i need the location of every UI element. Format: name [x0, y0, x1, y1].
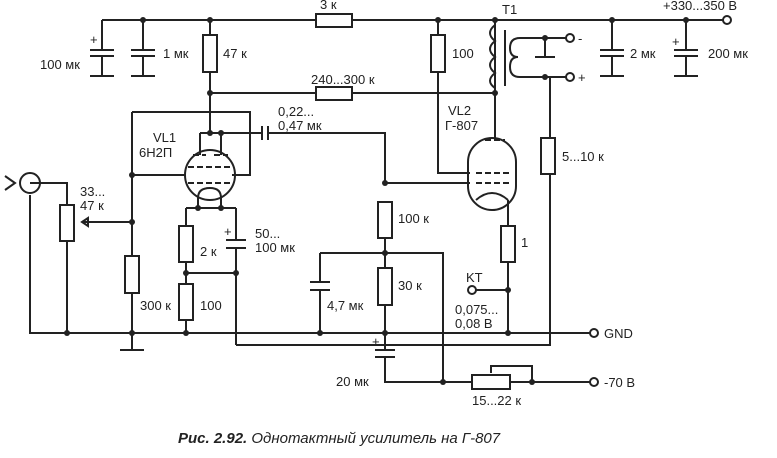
label-plus: +: [578, 70, 586, 85]
figure-caption: Рис. 2.92. Однотактный усилитель на Г-80…: [178, 430, 501, 447]
label-r-100-top: 100: [452, 46, 474, 61]
label-kt-v1: 0,075...: [455, 302, 498, 317]
plus-sign: +: [90, 32, 98, 47]
label-c-1mk: 1 мк: [163, 46, 189, 61]
transformer-t1: [489, 24, 521, 89]
caption-text: Однотактный усилитель на Г-807: [251, 430, 500, 447]
resistor-300k: [124, 255, 140, 294]
resistor-2k: [178, 225, 194, 263]
tube-vl2: [467, 137, 517, 211]
label-r-2k: 2 к: [200, 244, 217, 259]
label-c-coupling-1: 0,22...: [278, 104, 314, 119]
plus-sign-50mk: +: [224, 224, 232, 239]
resistor-47k: [202, 34, 218, 73]
label-kt-v2: 0,08 В: [455, 316, 493, 331]
resistor-100-top: [430, 34, 446, 73]
label-c-2mk: 2 мк: [630, 46, 656, 61]
potentiometer-33-47k: [59, 204, 75, 242]
resistor-1: [500, 225, 516, 263]
caption-number: Рис. 2.92.: [178, 430, 247, 447]
label-r-3k: 3 к: [320, 0, 337, 12]
terminals: [467, 15, 732, 387]
label-pot-1: 33...: [80, 184, 105, 199]
label-r-5-10k: 5...10 к: [562, 149, 604, 164]
resistor-30k: [377, 267, 393, 306]
label-c-50-1: 50...: [255, 226, 280, 241]
resistor-100-bottom: [178, 283, 194, 321]
label-r-300k: 300 к: [140, 298, 171, 313]
junctions: [64, 17, 689, 385]
label-pot-2: 47 к: [80, 198, 104, 213]
label-c-200mk: 200 мк: [708, 46, 748, 61]
label-r-100-bottom: 100: [200, 298, 222, 313]
label-c-20mk: 20 мк: [336, 374, 369, 389]
resistor-3k: [315, 13, 353, 28]
label-r-15-22k: 15...22 к: [472, 393, 521, 408]
label-neg-supply: -70 В: [604, 375, 635, 390]
input-jack-icon: [4, 172, 41, 194]
label-vl1-type: 6Н2П: [139, 145, 172, 160]
label-supply: +330...350 В: [663, 0, 737, 13]
plus-sign-200mk: +: [672, 34, 680, 49]
label-t1: T1: [502, 2, 517, 17]
label-minus: -: [578, 31, 582, 46]
label-c-50-2: 100 мк: [255, 240, 295, 255]
resistor-100k: [377, 201, 393, 239]
resistor-15-22k: [471, 374, 511, 390]
label-vl1-name: VL1: [153, 130, 176, 145]
label-r-30k: 30 к: [398, 278, 422, 293]
label-r-240k: 240...300 к: [311, 72, 375, 87]
label-r-47k: 47 к: [223, 46, 247, 61]
resistors: [59, 13, 556, 390]
wiper-arrow-icon: [80, 216, 89, 228]
plus-sign-20mk: +: [372, 334, 380, 349]
label-c-coupling-2: 0,47 мк: [278, 118, 322, 133]
label-c-4-7mk: 4,7 мк: [327, 298, 364, 313]
label-r-1: 1: [521, 235, 528, 250]
label-kt: KT: [466, 270, 483, 285]
label-gnd: GND: [604, 326, 633, 341]
label-vl2-type: Г-807: [445, 118, 478, 133]
resistor-5-10k: [540, 137, 556, 175]
label-c-100mk: 100 мк: [40, 57, 80, 72]
label-r-100k: 100 к: [398, 211, 429, 226]
label-vl2-name: VL2: [448, 103, 471, 118]
resistor-240k: [315, 86, 353, 101]
tube-vl1: [184, 149, 236, 201]
